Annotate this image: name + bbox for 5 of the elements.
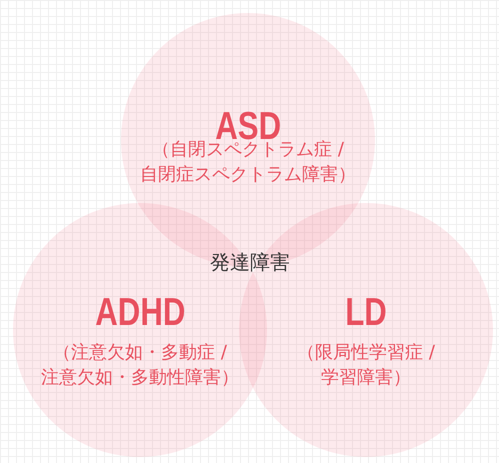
subtitle-text: （注意欠如・多動症 / 注意欠如・多動性障害） xyxy=(40,341,240,390)
abbreviation-heading: ADHD xyxy=(94,293,186,333)
subtitle-text: （限局性学習症 / 学習障害） xyxy=(296,341,436,390)
center-label: 発達障害 xyxy=(210,250,290,274)
abbreviation-heading: LD xyxy=(345,293,387,333)
